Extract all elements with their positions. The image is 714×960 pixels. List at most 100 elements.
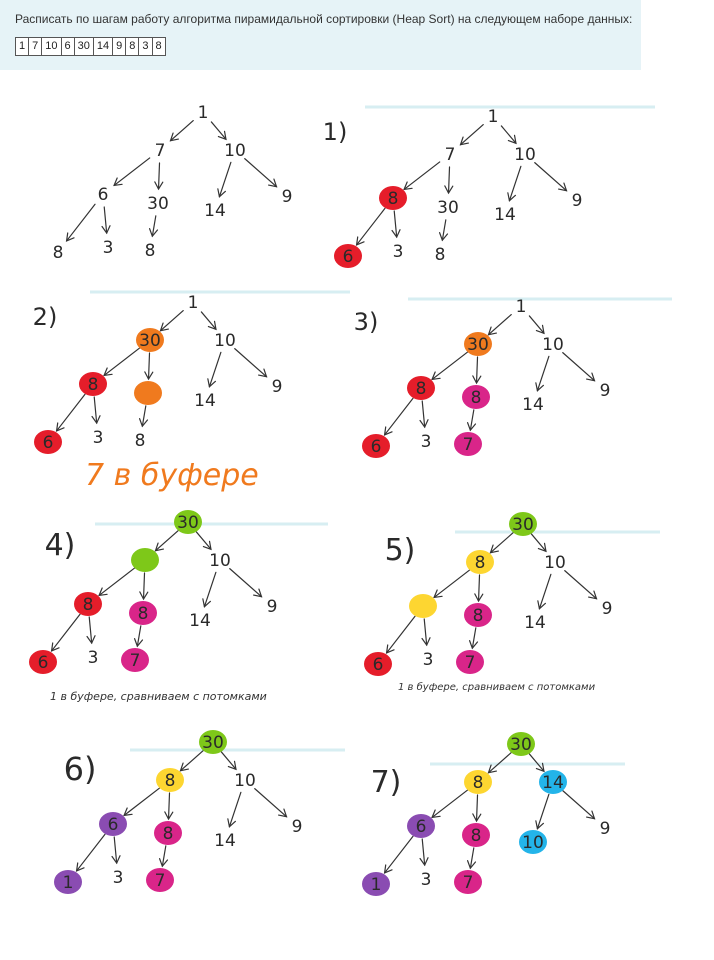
tree-edge-arrow [431,789,469,819]
node-highlight [456,650,484,674]
node-highlight [464,332,492,356]
step-number: 7) [371,765,402,800]
tree-edge-arrow [477,574,481,602]
tree-edge-arrow [441,219,447,241]
arrow-head [154,181,164,191]
arrow-head [487,764,497,774]
tree-edge-arrow [421,838,426,866]
tree-edge-arrow [136,625,142,647]
arrow-head [421,637,431,647]
tree-edge-arrow [536,355,550,392]
tree-edge-arrow [471,627,477,649]
node-highlight [79,372,107,396]
tree-edge-arrow [528,753,545,772]
arrow-head [466,422,477,432]
tree-edge-arrow [208,351,222,388]
tree-edge-arrow [433,569,471,599]
arrow-head [535,820,545,830]
arrow-head [207,378,217,388]
step-note: 1 в буфере, сравниваем с потомками [398,681,596,693]
arrow-head [472,813,482,823]
node-highlight [462,385,490,409]
task-question: Расписать по шагам работу алгоритма пира… [15,12,633,26]
tree-edge-arrow [159,310,184,332]
tree-edge-arrow [536,793,550,830]
node-value: 30 [202,733,224,753]
arrow-head [278,808,288,818]
node-value: 14 [204,201,226,221]
tree-edge-arrow [179,750,204,772]
step-number: 5) [385,533,416,568]
tree-edge-arrow [431,351,469,381]
arrow-head [179,762,189,772]
arrow-head [91,415,101,425]
node-value: 8 [388,189,399,209]
arrow-head [133,638,144,648]
arrow-head [154,542,164,552]
arrow-head [113,177,123,187]
node-value: 7 [155,141,166,161]
tree-edge-arrow [254,788,288,818]
node-highlight [454,432,482,456]
node-value: 3 [103,238,114,258]
tree-edge-arrow [210,121,227,140]
arrow-head [588,590,598,600]
tree-edge-arrow [55,393,86,432]
node-value: 1 [371,875,382,895]
array-cell: 8 [151,37,166,56]
arrow-head [535,382,545,392]
tree-edge-arrow [203,571,217,608]
tree-edge-arrow [459,124,484,146]
tree-edge-arrow [141,405,147,427]
step-number: 6) [64,750,97,788]
node-highlight [29,650,57,674]
node-value: 10 [224,141,246,161]
arrow-head [101,225,111,235]
tree-edge-arrow [169,120,194,142]
node-value: 14 [189,611,211,631]
arrow-head [489,544,499,554]
node-highlight [34,430,62,454]
tree-edge-arrow [200,311,217,330]
node-value: 3 [423,650,434,670]
arrow-head [55,422,65,432]
tree-edge-arrow [142,572,146,600]
arrow-head [472,375,482,385]
node-highlight [454,870,482,894]
arrow-head [537,542,547,553]
node-value: 7 [463,435,474,455]
tree-edge-arrow [98,567,136,597]
node-value: 7 [463,873,474,893]
arrow-head [139,591,149,601]
arrow-head [586,810,596,820]
node-highlight [154,821,182,845]
arrow-head [65,232,75,242]
node-value: 1 [516,297,527,317]
tree-edge-arrow [234,348,268,378]
node-value: 7 [155,871,166,891]
array-cell: 10 [41,37,62,56]
tree-edge-arrow [469,409,475,431]
arrow-head [217,188,227,198]
node-value: 10 [209,551,231,571]
node-value: 8 [165,771,176,791]
tree-edge-arrow [244,158,278,188]
node-value: 8 [416,379,427,399]
node-value: 14 [194,391,216,411]
tree-edge-arrow [487,752,512,774]
node-value: 14 [214,831,236,851]
tree-edge-arrow [50,613,81,652]
node-highlight [407,376,435,400]
node-highlight [99,812,127,836]
tree-edge-arrow [195,531,212,550]
tree-edge-arrow [530,533,547,552]
node-value: 8 [471,388,482,408]
tree-edge-arrow [151,215,157,237]
node-highlight [146,868,174,892]
tree-edge-arrow [423,618,428,646]
node-highlight [464,603,492,627]
tree-edge-arrow [487,314,512,336]
arrow-head [268,178,278,188]
node-highlight [334,244,362,268]
node-highlight [74,592,102,616]
